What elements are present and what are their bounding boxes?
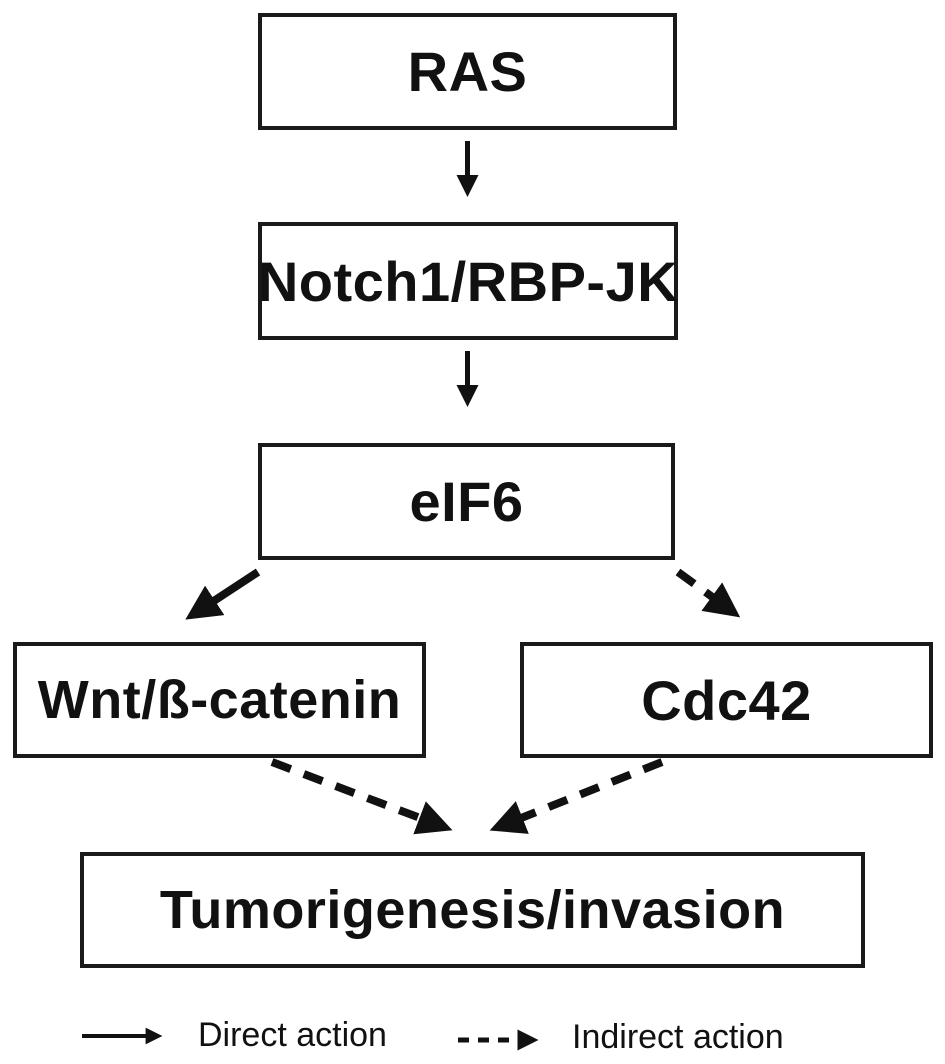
node-label-ras: RAS bbox=[407, 40, 528, 103]
edge-wnt-to-tumor-arrow bbox=[270, 758, 453, 835]
node-box-wnt-b-catenin: Wnt/ß-catenin bbox=[13, 642, 426, 758]
edge-eif6-to-cdc42-arrow bbox=[675, 568, 741, 618]
node-label-eif6: eIF6 bbox=[409, 470, 524, 533]
node-box-ras: RAS bbox=[258, 13, 677, 130]
node-label-cdc42: Cdc42 bbox=[641, 668, 812, 732]
edge-eif6-to-wnt-arrow bbox=[185, 568, 261, 620]
node-label-notch1-rbp-jk: Notch1/RBP-JK bbox=[257, 249, 679, 313]
node-box-eif6: eIF6 bbox=[258, 443, 675, 560]
node-box-cdc42: Cdc42 bbox=[520, 642, 933, 758]
node-box-notch1-rbp-jk: Notch1/RBP-JK bbox=[258, 222, 678, 340]
node-box-tumorigenesis-invasion: Tumorigenesis/invasion bbox=[80, 852, 865, 968]
legend-indirect-action-label: Indirect action bbox=[572, 1018, 784, 1056]
edge-cdc42-to-tumor-arrow bbox=[489, 758, 664, 834]
node-label-wnt-b-catenin: Wnt/ß-catenin bbox=[37, 670, 402, 730]
legend-direct-action-label: Direct action bbox=[198, 1016, 387, 1054]
node-label-tumorigenesis-invasion: Tumorigenesis/invasion bbox=[159, 880, 786, 940]
